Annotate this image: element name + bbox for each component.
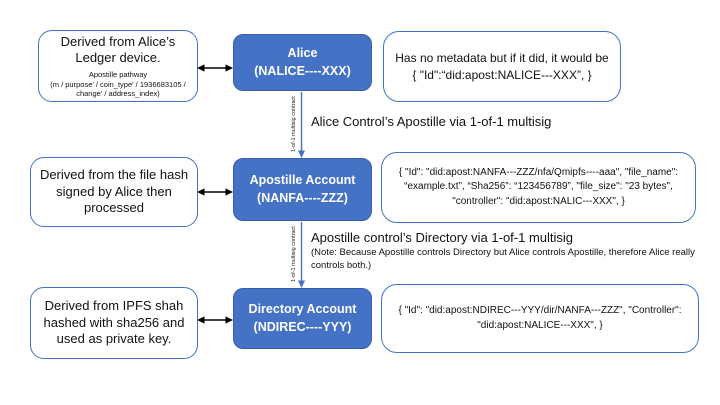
connector-label-alice-apostille: Alice Control’s Apostille via 1-of-1 mul… — [311, 114, 552, 129]
account-name: Directory Account — [248, 302, 357, 316]
account-apostille: Apostille Account (NANFA----ZZZ) — [233, 158, 372, 221]
bidirectional-arrow-icon — [197, 316, 233, 324]
multisig-down-arrow-icon — [298, 92, 305, 158]
multisig-contract-label: 1-of-1 multisig contract — [291, 226, 297, 282]
metadata-json: { "Id":“did:apost:NALICE---XXX”, } — [412, 67, 592, 82]
metadata-apostille: { "Id": "did:apost:NANFA---ZZZ/nfa/Qmipf… — [381, 152, 696, 223]
metadata-directory: { "Id": "did:apost:NDIREC---YYY/dir/NANF… — [381, 284, 699, 353]
note-title: Derived from Alice’s Ledger device. — [60, 33, 176, 66]
note-detail: (m / purpose' / coin_type' / 1936683105 … — [50, 79, 186, 99]
bidirectional-arrow-icon — [197, 64, 233, 72]
multisig-contract-label: 1-of-1 multisig contract — [291, 96, 297, 152]
account-id: (NANFA----ZZZ) — [257, 190, 348, 205]
bidirectional-arrow-icon — [197, 188, 233, 196]
metadata-intro: Has no metadata but if it did, it would … — [395, 50, 609, 65]
account-name: Alice — [287, 46, 318, 60]
account-alice: Alice (NALICE----XXX) — [233, 34, 372, 91]
account-directory: Directory Account (NDIREC----YYY) — [233, 288, 372, 349]
multisig-down-arrow-icon — [298, 222, 305, 288]
connector-label-apostille-directory: Apostille control’s Directory via 1-of-1… — [311, 230, 574, 245]
note-title: Derived from the file hash signed by Ali… — [39, 166, 189, 216]
account-name: Apostille Account — [249, 173, 356, 187]
note-ledger-derivation: Derived from Alice’s Ledger device. Apos… — [38, 30, 198, 102]
note-title: Derived from IPFS shah hashed with sha25… — [43, 297, 185, 347]
metadata-alice: Has no metadata but if it did, it would … — [383, 31, 621, 102]
metadata-json: { "Id": "did:apost:NANFA---ZZZ/nfa/Qmipf… — [398, 167, 679, 207]
note-file-hash-derivation: Derived from the file hash signed by Ali… — [30, 157, 198, 227]
account-id: (NDIREC----YYY) — [253, 319, 352, 334]
note-subtitle: Apostille pathway — [88, 70, 148, 80]
connector-note: (Note: Because Apostille controls Direct… — [311, 247, 695, 271]
note-ipfs-derivation: Derived from IPFS shah hashed with sha25… — [30, 287, 198, 359]
metadata-json: { "Id": "did:apost:NDIREC---YYY/dir/NANF… — [398, 305, 682, 331]
account-id: (NALICE----XXX) — [254, 63, 351, 78]
